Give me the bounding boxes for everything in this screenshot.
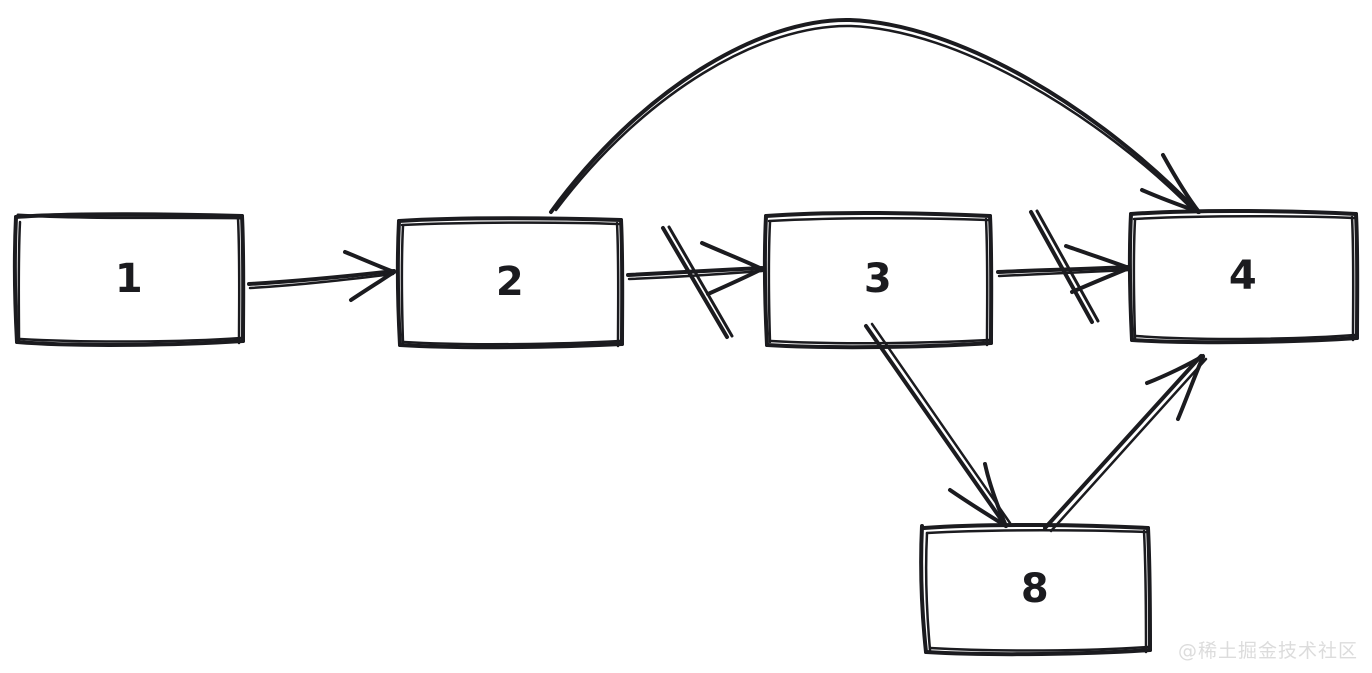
node-1-shape[interactable] xyxy=(12,212,246,347)
edge-3-to-8[interactable] xyxy=(864,322,1012,528)
watermark: @稀土掘金技术社区 xyxy=(1177,640,1358,662)
edge-3-to-4[interactable] xyxy=(996,209,1131,324)
edge-2-to-3-strikethrough xyxy=(661,225,734,339)
node-2[interactable] xyxy=(398,218,622,346)
edge-2-to-4-curve[interactable] xyxy=(549,17,1201,214)
node-3[interactable] xyxy=(765,213,991,345)
node-4-shape[interactable] xyxy=(1127,208,1360,345)
edge-8-to-4[interactable] xyxy=(1043,354,1208,533)
edge-1-to-2[interactable] xyxy=(247,250,396,302)
node-8-shape[interactable] xyxy=(919,522,1152,657)
node-2-shape[interactable] xyxy=(395,216,625,350)
edge-3-to-4-strikethrough xyxy=(1029,209,1100,324)
node-8[interactable] xyxy=(920,524,1150,653)
edge-2-to-3[interactable] xyxy=(626,225,764,339)
node-1[interactable] xyxy=(15,214,243,344)
node-4[interactable] xyxy=(1130,211,1356,341)
